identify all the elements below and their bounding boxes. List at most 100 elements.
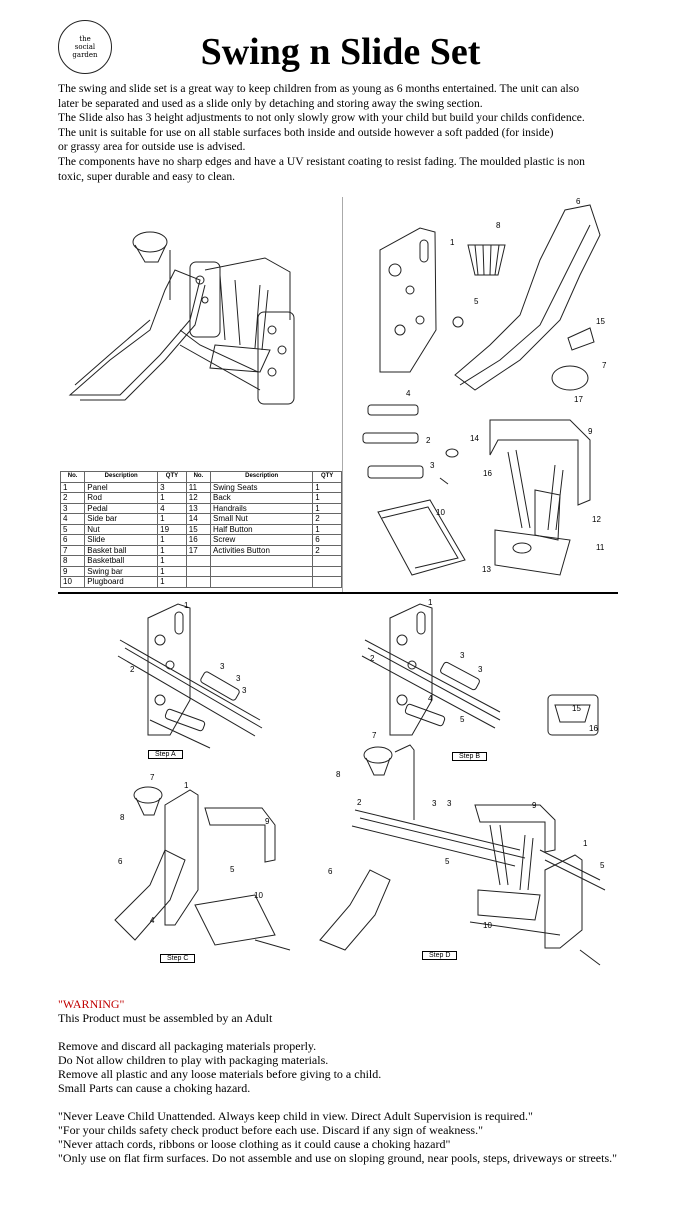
step-c-numbers: 7 1 8 9 6 5 10 4 [118, 773, 270, 925]
intro-line: The unit is suitable for use on all stab… [58, 125, 554, 139]
part-number: 13 [482, 565, 491, 574]
table-cell: 1 [157, 576, 187, 588]
table-cell: 17 [185, 544, 212, 556]
part-number: 8 [496, 221, 501, 230]
part-number: 15 [572, 704, 581, 713]
part-number: 16 [483, 469, 492, 478]
intro-line: The components have no sharp edges and h… [58, 154, 585, 168]
column-header: Description [84, 471, 159, 483]
part-number: 8 [336, 770, 341, 779]
assembled-set-illustration [68, 231, 295, 405]
table-cell [185, 576, 212, 588]
table-cell: Back [210, 492, 314, 504]
part-number: 6 [328, 867, 333, 876]
table-cell: 3 [157, 481, 187, 493]
part-number: 7 [602, 361, 607, 370]
logo-line: the [79, 35, 91, 43]
column-header: QTY [157, 471, 187, 483]
logo-line: garden [72, 51, 98, 59]
table-cell [312, 576, 342, 588]
part-number: 4 [150, 916, 155, 925]
vertical-divider [342, 197, 343, 592]
part-number: 3 [447, 799, 452, 808]
step-b-label: Step B [452, 752, 488, 761]
part-number: 3 [432, 799, 437, 808]
part-number: 3 [242, 686, 247, 695]
part-number: 10 [483, 921, 492, 930]
table-cell [210, 576, 314, 588]
intro-line: The Slide also has 3 height adjustments … [58, 111, 585, 125]
table-cell: Plugboard [84, 576, 159, 588]
part-number: 3 [460, 651, 465, 660]
table-cell: 2 [312, 513, 342, 525]
intro-line: later be separated and used as a slide o… [58, 96, 483, 110]
part-number: 15 [596, 317, 605, 326]
step-c-illustration [114, 786, 291, 951]
table-cell [185, 555, 212, 567]
step-a-numbers: 1 2 3 3 3 [130, 601, 247, 695]
table-cell: 1 [157, 555, 187, 567]
warning-line: This Product must be assembled by an Adu… [58, 1011, 273, 1025]
table-cell: 1 [157, 544, 187, 556]
table-cell: Half Button [210, 523, 314, 535]
step-a-illustration [117, 603, 263, 749]
table-cell: 1 [312, 502, 342, 514]
part-number: 7 [150, 773, 155, 782]
table-cell: Small Nut [210, 513, 314, 525]
step-c-label: Step C [160, 954, 196, 963]
part-number: 10 [254, 891, 263, 900]
part-number: 6 [118, 857, 123, 866]
table-cell: Nut [84, 523, 159, 535]
part-number: 9 [265, 817, 270, 826]
table-cell: 11 [185, 481, 212, 493]
part-number: 4 [406, 389, 411, 398]
part-number: 9 [532, 801, 537, 810]
table-cell: Pedal [84, 502, 159, 514]
table-cell: 1 [312, 523, 342, 535]
part-number: 4 [428, 694, 433, 703]
part-number: 5 [600, 861, 605, 870]
warning-section: "WARNING" This Product must be assembled… [58, 997, 658, 1165]
column-header: Description [210, 471, 314, 483]
warning-line: Do Not allow children to play with packa… [58, 1053, 329, 1067]
step-d-label: Step D [422, 951, 458, 960]
table-cell: 1 [157, 492, 187, 504]
part-number: 3 [430, 461, 435, 470]
table-cell: Rod [84, 492, 159, 504]
table-cell: 5 [59, 523, 86, 535]
table-cell: 2 [312, 544, 342, 556]
intro-line: toxic, super durable and easy to clean. [58, 169, 236, 183]
table-cell: Screw [210, 534, 314, 546]
table-cell: Side bar [84, 513, 159, 525]
part-number: 1 [428, 598, 433, 607]
assembly-illustrations: 1 8 6 5 15 7 17 4 2 14 3 16 9 10 12 11 1… [68, 197, 607, 966]
table-cell: Panel [84, 481, 159, 493]
part-number: 8 [120, 813, 125, 822]
part-number: 17 [574, 395, 583, 404]
part-number: 5 [445, 857, 450, 866]
table-cell: 8 [59, 555, 86, 567]
table-cell: Basketball [84, 555, 159, 567]
column-header: No. [59, 471, 86, 483]
parts-table-header: No. Description QTY No. Description QTY [59, 471, 342, 483]
part-number: 9 [588, 427, 593, 436]
table-cell: Basket ball [84, 544, 159, 556]
table-cell [210, 565, 314, 577]
column-header: QTY [312, 471, 342, 483]
part-number: 2 [370, 654, 375, 663]
table-cell: 4 [157, 502, 187, 514]
step-d-illustration [319, 744, 606, 966]
warning-line: Remove all plastic and any loose materia… [58, 1067, 382, 1081]
table-cell: 1 [59, 481, 86, 493]
table-cell: Handrails [210, 502, 314, 514]
table-cell [312, 565, 342, 577]
step-a-label: Step A [148, 750, 183, 759]
table-cell [210, 555, 314, 567]
column-header: No. [185, 471, 212, 483]
part-number: 3 [478, 665, 483, 674]
part-number: 2 [130, 665, 135, 674]
